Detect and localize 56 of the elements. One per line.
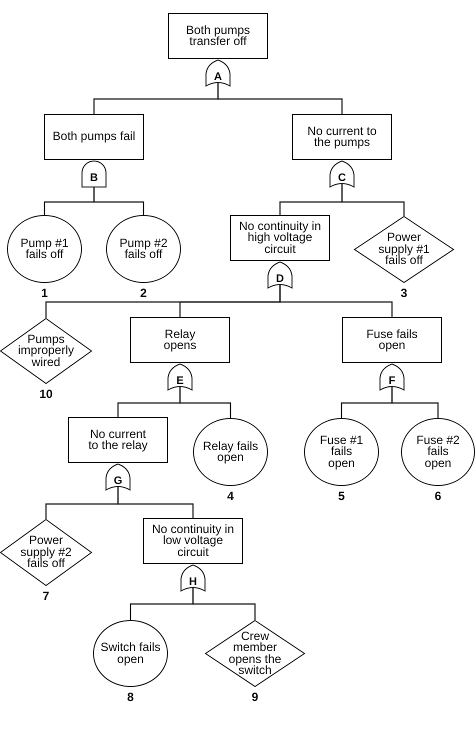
event-number: 4 xyxy=(227,490,234,502)
connector-line xyxy=(117,486,194,518)
or-gate xyxy=(379,363,405,391)
event-number: 2 xyxy=(140,287,147,299)
event-number: 7 xyxy=(42,590,50,602)
or-gate xyxy=(267,261,293,289)
event-text: Relay fails open xyxy=(202,440,260,464)
gate-letter: A xyxy=(214,72,222,83)
connector-line xyxy=(279,284,393,317)
connector-line xyxy=(341,184,405,216)
undeveloped-event-diamond xyxy=(0,519,92,586)
connector-line xyxy=(93,188,144,215)
gate-letter: B xyxy=(90,173,98,184)
event-text: Power supply #1 fails off xyxy=(377,232,431,267)
connector-line xyxy=(192,588,256,620)
event-number: 8 xyxy=(127,691,134,703)
or-gate xyxy=(205,59,231,87)
event-number: 10 xyxy=(39,388,53,400)
event-text: Pump #2 fails off xyxy=(118,238,169,260)
connector-line xyxy=(391,386,439,418)
event-text: Pumps improperly wired xyxy=(16,334,75,368)
gate-letter: D xyxy=(276,274,284,285)
event-number: 5 xyxy=(338,490,345,502)
event-text: Pump #1 fails off xyxy=(19,238,70,260)
event-number: 6 xyxy=(434,490,442,502)
event-number: 1 xyxy=(41,287,48,299)
undeveloped-event-diamond xyxy=(0,318,92,384)
or-gate xyxy=(105,463,131,491)
gate-letter: E xyxy=(176,376,184,387)
event-text: Switch fails open xyxy=(99,642,162,665)
gate-letter: F xyxy=(388,376,396,387)
event-number: 9 xyxy=(252,691,258,703)
event-text: Crew member opens the switch xyxy=(228,630,282,676)
or-gate xyxy=(180,564,206,592)
event-text: No current to the relay xyxy=(87,428,149,452)
undeveloped-event-diamond xyxy=(205,620,305,687)
event-text: Power supply #2 fails off xyxy=(19,535,73,570)
event-text: No current to the pumps xyxy=(306,126,378,148)
connector-line xyxy=(179,386,232,418)
event-text: Both pumps transfer off xyxy=(184,24,252,48)
event-text: No continuity in low voltage circuit xyxy=(150,524,236,558)
event-text: No continuity in high voltage circuit xyxy=(238,220,322,256)
gate-letter: C xyxy=(338,173,346,184)
undeveloped-event-diamond xyxy=(354,216,454,283)
event-number: 3 xyxy=(400,287,408,299)
or-gate xyxy=(167,363,193,391)
event-text: Relay opens xyxy=(162,328,198,352)
event-text: Both pumps fail xyxy=(52,131,136,143)
gate-letter: G xyxy=(114,476,122,487)
event-text: Fuse #1 fails open xyxy=(318,434,364,470)
event-text: Fuse #2 fails open xyxy=(415,434,461,470)
event-text: Fuse fails open xyxy=(365,328,419,352)
gate-letter: H xyxy=(189,577,197,588)
and-gate xyxy=(81,160,107,188)
or-gate xyxy=(329,160,355,188)
connector-line xyxy=(217,82,343,114)
